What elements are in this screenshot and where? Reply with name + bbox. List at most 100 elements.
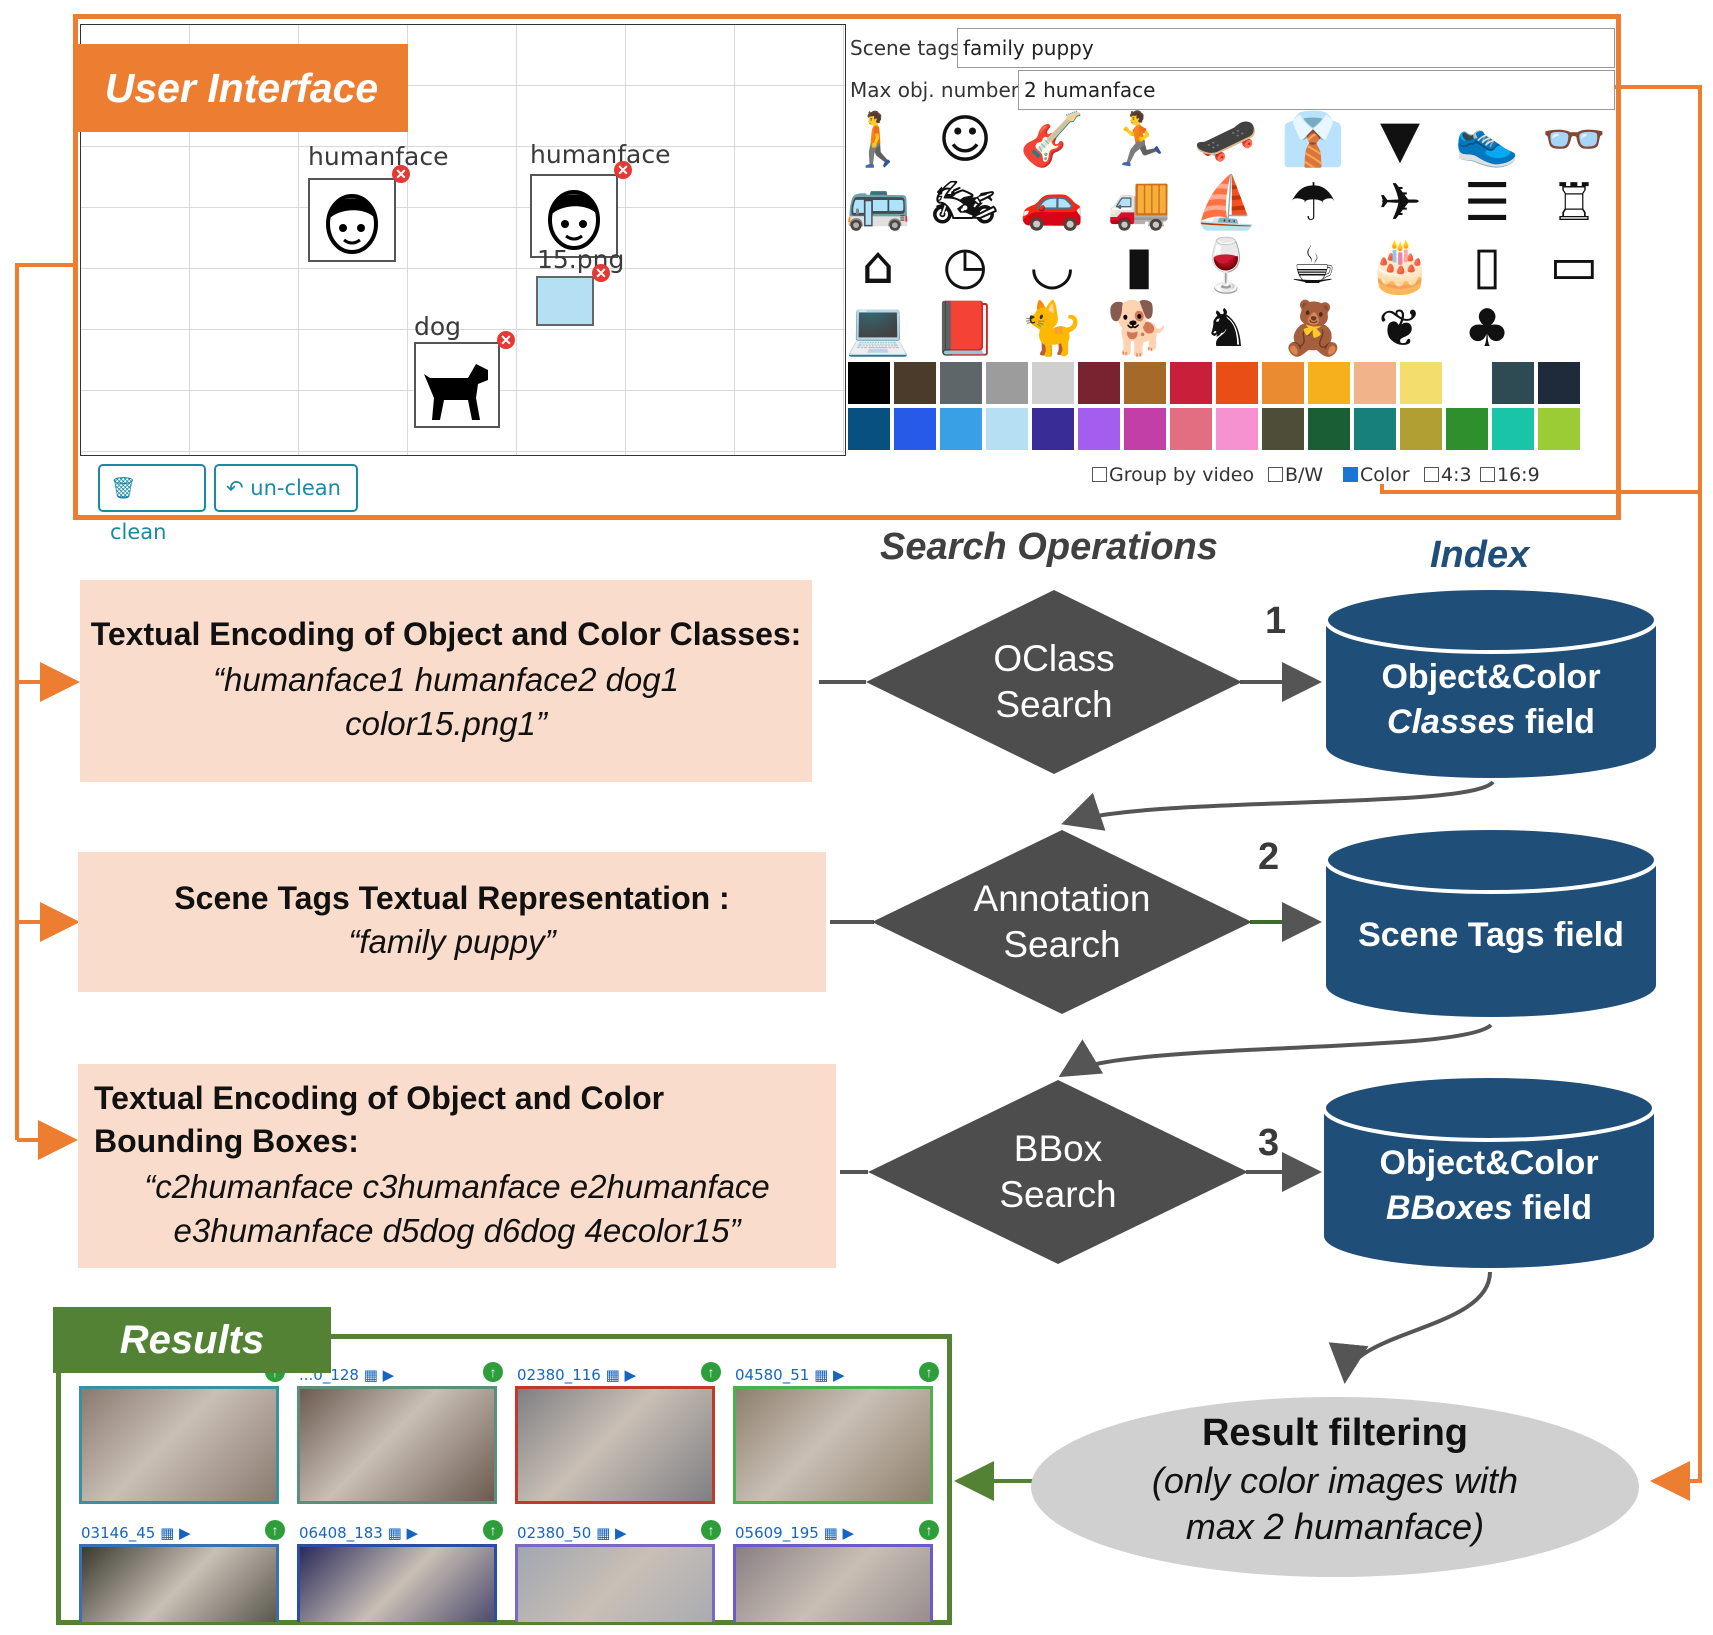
- clean-button[interactable]: 🗑 clean: [98, 464, 206, 544]
- color-swatch[interactable]: [1354, 408, 1396, 450]
- color-swatch[interactable]: [1078, 408, 1120, 450]
- skateboarder-icon[interactable]: 🛹: [1193, 110, 1259, 170]
- parachute-icon[interactable]: ☂: [1289, 173, 1337, 233]
- color-swatch[interactable]: [1216, 362, 1258, 404]
- color-swatch[interactable]: [1446, 408, 1488, 450]
- color-swatch[interactable]: [894, 362, 936, 404]
- teddy-bear-icon[interactable]: 🧸: [1280, 299, 1346, 359]
- laptop-icon[interactable]: 💻: [845, 299, 911, 359]
- truck-icon[interactable]: 🚚: [1106, 173, 1172, 233]
- color-swatch[interactable]: [1492, 362, 1534, 404]
- color-swatch[interactable]: [894, 408, 936, 450]
- result-thumbnail[interactable]: [733, 1544, 933, 1622]
- tree-icon[interactable]: ♣: [1463, 299, 1511, 359]
- horse-icon[interactable]: ♞: [1202, 299, 1250, 359]
- color-swatch[interactable]: [1354, 362, 1396, 404]
- color-swatch[interactable]: [1170, 408, 1212, 450]
- bus-icon[interactable]: 🚌: [845, 173, 911, 233]
- object-box-humanface-2[interactable]: [530, 174, 618, 258]
- color-swatch[interactable]: [1308, 362, 1350, 404]
- color-swatch[interactable]: [1446, 362, 1488, 404]
- color-swatch[interactable]: [1124, 408, 1166, 450]
- unclean-button[interactable]: ↶ un-clean: [214, 464, 358, 512]
- object-box-color-15[interactable]: [536, 276, 594, 326]
- plant-icon[interactable]: ❦: [1378, 299, 1422, 359]
- result-id-label[interactable]: 04580_51 ▦ ▶: [735, 1366, 845, 1384]
- monitor-icon[interactable]: ▭: [1549, 236, 1599, 296]
- delete-object-icon[interactable]: ✕: [497, 331, 515, 349]
- group-by-video-checkbox[interactable]: Group by video: [1092, 464, 1254, 486]
- result-thumbnail[interactable]: [79, 1386, 279, 1504]
- house-icon[interactable]: ⌂: [861, 236, 895, 296]
- result-id-label[interactable]: 02380_116 ▦ ▶: [517, 1366, 637, 1384]
- delete-object-icon[interactable]: ✕: [392, 165, 410, 183]
- ratio-43-checkbox[interactable]: 4:3: [1424, 464, 1472, 486]
- runner-icon[interactable]: 🏃: [1106, 110, 1172, 170]
- cake-icon[interactable]: 🎂: [1367, 236, 1433, 296]
- airplane-icon[interactable]: ✈: [1378, 173, 1422, 233]
- color-swatch[interactable]: [1538, 408, 1580, 450]
- object-box-humanface-1[interactable]: [308, 178, 396, 262]
- result-id-label[interactable]: 03146_45 ▦ ▶: [81, 1524, 191, 1542]
- car-icon[interactable]: 🚗: [1019, 173, 1085, 233]
- shoe-icon[interactable]: 👟: [1454, 110, 1520, 170]
- bottle-icon[interactable]: ▮: [1124, 236, 1154, 296]
- color-swatch[interactable]: [848, 408, 890, 450]
- book-icon[interactable]: 📕: [932, 299, 998, 359]
- bowl-icon[interactable]: ◡: [1029, 236, 1075, 296]
- result-thumbnail[interactable]: [297, 1544, 497, 1622]
- upload-icon[interactable]: ↑: [483, 1362, 503, 1382]
- color-swatch[interactable]: [1400, 408, 1442, 450]
- result-id-label[interactable]: 05609_195 ▦ ▶: [735, 1524, 855, 1542]
- tie-icon[interactable]: ▼: [1380, 110, 1420, 170]
- cup-icon[interactable]: ☕: [1289, 236, 1337, 296]
- color-swatch[interactable]: [1538, 362, 1580, 404]
- result-thumbnail[interactable]: [515, 1386, 715, 1504]
- color-swatch[interactable]: [986, 362, 1028, 404]
- clock-icon[interactable]: ◷: [942, 236, 988, 296]
- color-swatch[interactable]: [986, 408, 1028, 450]
- upload-icon[interactable]: ↑: [265, 1520, 285, 1540]
- max-obj-input[interactable]: 2 humanface: [1018, 70, 1615, 110]
- cat-icon[interactable]: 🐈: [1019, 299, 1085, 359]
- upload-icon[interactable]: ↑: [483, 1520, 503, 1540]
- result-thumbnail[interactable]: [733, 1386, 933, 1504]
- upload-icon[interactable]: ↑: [701, 1362, 721, 1382]
- color-swatch[interactable]: [1170, 362, 1212, 404]
- color-swatch[interactable]: [1492, 408, 1534, 450]
- phone-icon[interactable]: ▯: [1472, 236, 1502, 296]
- upload-icon[interactable]: ↑: [919, 1520, 939, 1540]
- result-thumbnail[interactable]: [79, 1544, 279, 1622]
- color-swatch[interactable]: [940, 362, 982, 404]
- delete-object-icon[interactable]: ✕: [614, 161, 632, 179]
- color-swatch[interactable]: [1078, 362, 1120, 404]
- ratio-169-checkbox[interactable]: 16:9: [1480, 464, 1540, 486]
- delete-object-icon[interactable]: ✕: [592, 264, 610, 282]
- person-icon[interactable]: 🚶: [845, 110, 911, 170]
- result-thumbnail[interactable]: [297, 1386, 497, 1504]
- color-swatch[interactable]: [1262, 362, 1304, 404]
- face-icon[interactable]: ☺: [937, 110, 993, 170]
- result-id-label[interactable]: 02380_50 ▦ ▶: [517, 1524, 627, 1542]
- color-swatch[interactable]: [1308, 408, 1350, 450]
- result-thumbnail[interactable]: [515, 1544, 715, 1622]
- glasses-icon[interactable]: 👓: [1541, 110, 1607, 170]
- color-checkbox[interactable]: Color: [1343, 464, 1410, 486]
- color-swatch[interactable]: [940, 408, 982, 450]
- motorcycle-icon[interactable]: 🏍: [931, 173, 998, 233]
- color-swatch[interactable]: [848, 362, 890, 404]
- upload-icon[interactable]: ↑: [919, 1362, 939, 1382]
- sailboat-icon[interactable]: ⛵: [1193, 173, 1259, 233]
- upload-icon[interactable]: ↑: [701, 1520, 721, 1540]
- color-swatch[interactable]: [1032, 362, 1074, 404]
- wine-glass-icon[interactable]: 🍷: [1193, 236, 1259, 296]
- office-chair-icon[interactable]: ♖: [1550, 173, 1598, 233]
- dog-icon[interactable]: 🐕: [1106, 299, 1172, 359]
- color-swatch[interactable]: [1400, 362, 1442, 404]
- scene-tags-input[interactable]: family puppy: [957, 28, 1615, 68]
- result-id-label[interactable]: 06408_183 ▦ ▶: [299, 1524, 419, 1542]
- color-swatch[interactable]: [1216, 408, 1258, 450]
- bw-checkbox[interactable]: B/W: [1268, 464, 1323, 486]
- guitarist-icon[interactable]: 🎸: [1019, 110, 1085, 170]
- bench-icon[interactable]: ☰: [1463, 173, 1511, 233]
